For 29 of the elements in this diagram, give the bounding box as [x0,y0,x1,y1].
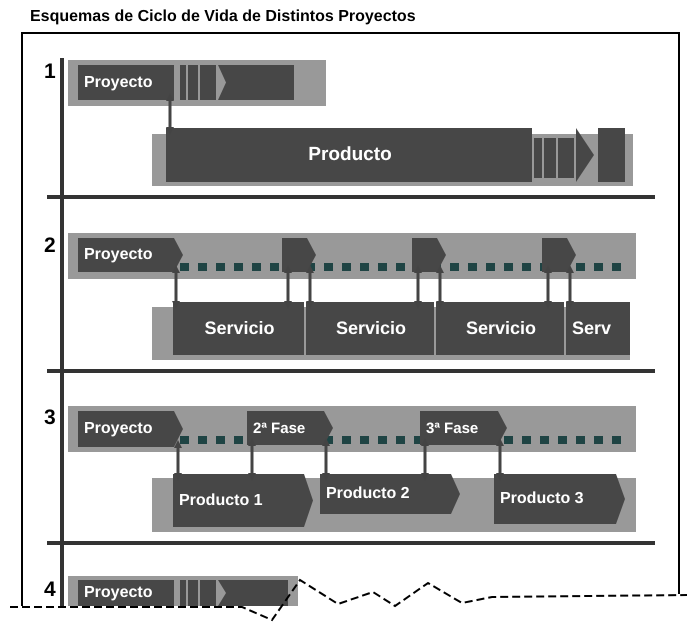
section-number: 4 [44,578,56,602]
project-box: Proyecto [78,411,183,447]
section-number: 1 [44,60,56,84]
track-band [152,474,636,532]
track-band [152,302,630,360]
section-number: 2 [44,234,56,258]
phase-box: 2ª Fase [247,411,333,445]
project-box: Proyecto [78,65,174,100]
track-band [68,60,326,106]
product-bar: Producto 2 [320,474,460,514]
product-bar: Producto [166,128,532,182]
project-box: Proyecto [78,238,183,272]
diagram-title: Esquemas de Ciclo de Vida de Distintos Proyectos [30,8,416,26]
phase-box [412,238,446,272]
track-band [68,233,636,279]
phase-box [542,238,576,272]
track-band [152,128,633,186]
track-band [68,576,298,606]
phase-box: 3ª Fase [420,411,507,445]
service-bar: Servicio [306,302,434,355]
section-number: 3 [44,406,56,430]
service-bar: Servicio [436,302,564,355]
track-band [68,406,636,452]
phase-box [282,238,316,272]
service-bar: Serv [566,302,630,355]
product-bar: Producto 3 [494,474,625,524]
project-box: Proyecto [78,580,174,606]
product-bar: Producto 1 [173,474,313,527]
service-bar: Servicio [173,302,304,355]
